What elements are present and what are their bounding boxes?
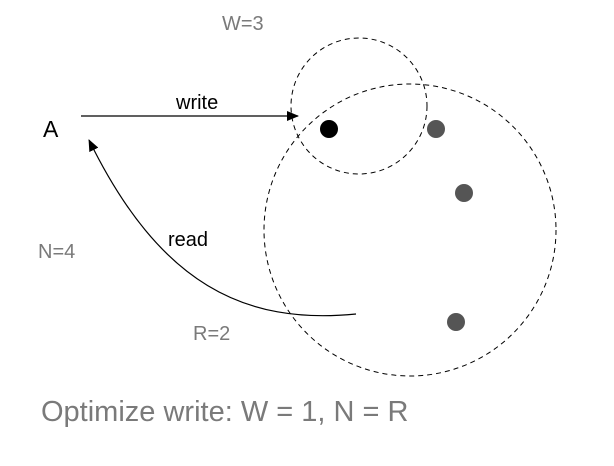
caption: Optimize write: W = 1, N = R: [41, 396, 409, 428]
write-label: write: [176, 92, 219, 114]
replica-node: [455, 184, 473, 202]
replica-node: [427, 120, 445, 138]
write-set-circle: [290, 37, 428, 175]
read-arrow: [88, 139, 357, 317]
replica-set-circle: [263, 83, 557, 377]
read-label: read: [168, 229, 209, 251]
replica-count-label: N=4: [38, 241, 76, 263]
read-quorum-label: R=2: [193, 323, 231, 345]
written-replica-node: [320, 120, 338, 138]
node-a-label: A: [43, 116, 59, 142]
replica-node: [447, 313, 465, 331]
write-quorum-label: W=3: [222, 13, 264, 35]
